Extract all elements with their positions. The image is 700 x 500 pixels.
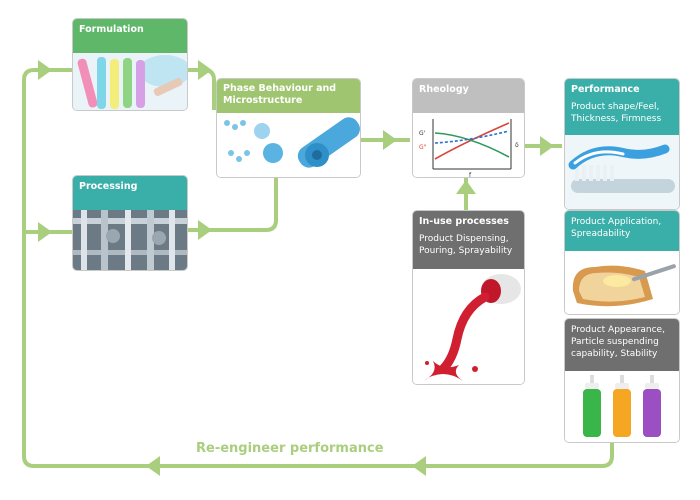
toothbrush-image [565,135,679,209]
test-tubes-image [73,53,187,110]
performance-text: Product shape/Feel, Thickness, Firmness [571,102,662,124]
formulation-title: Formulation [79,24,144,35]
appearance-box: Product Appearance, Particle suspending … [564,318,680,443]
phase-title: Phase Behaviour and Microstructure [223,83,337,106]
gdouble-label: G" [419,144,427,151]
nanotube-image [217,113,360,177]
phase-header: Phase Behaviour and Microstructure [217,79,360,113]
appearance-text: Product Appearance, Particle suspending … [571,325,665,359]
gprime-label: G' [419,130,426,137]
in-use-box: In-use processes Product Dispensing, Pou… [412,210,525,385]
performance-title: Performance [571,84,640,95]
in-use-header: In-use processes Product Dispensing, Pou… [413,211,524,269]
in-use-title: In-use processes [419,216,509,227]
phase-box: Phase Behaviour and Microstructure [216,78,361,178]
formulation-header: Formulation [73,19,187,53]
toast-butter-image [565,251,679,314]
in-use-text: Product Dispensing, Pouring, Sprayabilit… [419,234,513,256]
re-engineer-label: Re-engineer performance [196,441,384,456]
rheology-title: Rheology [419,84,469,95]
pipes-machinery-image [73,210,187,270]
application-text: Product Application, Spreadability [571,217,662,239]
processing-box: Processing [72,175,188,271]
formulation-box: Formulation [72,18,188,111]
rheology-box: Rheology G' G" f δ [412,78,525,178]
application-box: Product Application, Spreadability [564,210,680,315]
performance-header: Performance Product shape/Feel, Thicknes… [565,79,679,135]
right-axis-label: δ [515,142,519,149]
rheology-header: Rheology [413,79,524,113]
appearance-header: Product Appearance, Particle suspending … [565,319,679,371]
bottles-image [565,371,679,442]
performance-box: Performance Product shape/Feel, Thicknes… [564,78,680,210]
processing-title: Processing [79,181,138,192]
processing-header: Processing [73,176,187,210]
rheology-plot: G' G" f δ [413,113,524,178]
application-header: Product Application, Spreadability [565,211,679,251]
x-axis-label: f [469,172,472,178]
paint-pour-image [413,269,524,384]
